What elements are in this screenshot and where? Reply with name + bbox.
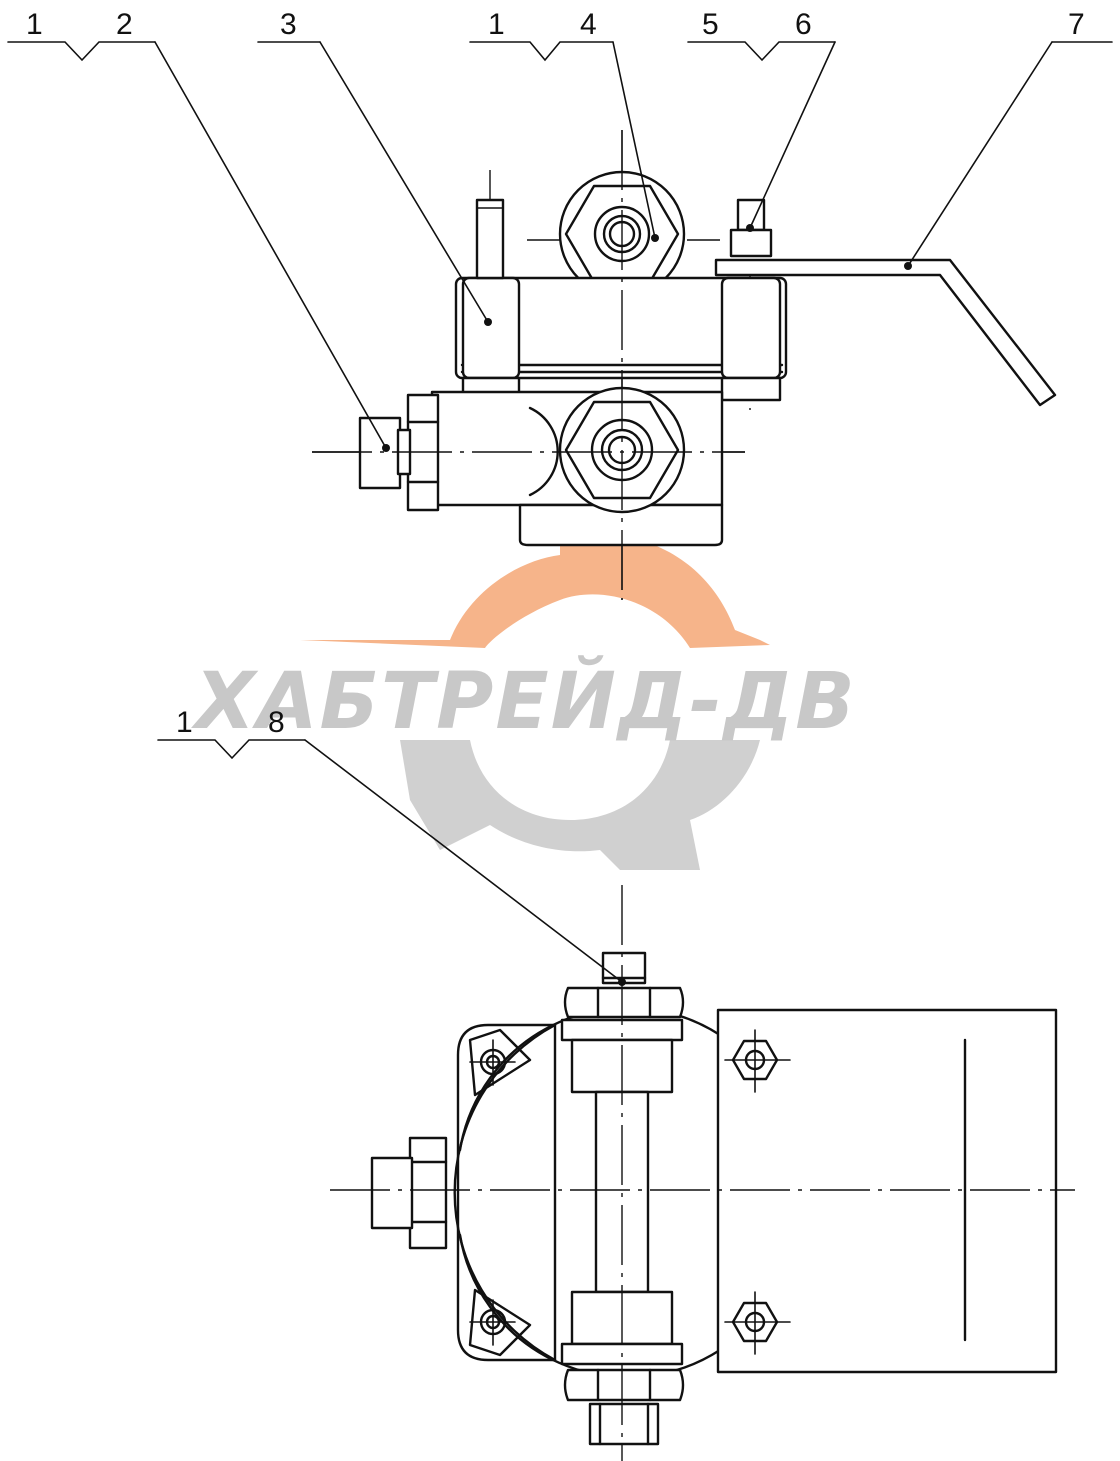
bottom-view	[330, 885, 1075, 1461]
callout-1b: 1	[488, 8, 505, 41]
callout-3: 3	[280, 8, 297, 41]
callout-1: 1	[26, 8, 43, 41]
top-view	[312, 130, 1057, 600]
callout-7: 7	[1068, 8, 1085, 41]
callout-6: 6	[795, 8, 812, 41]
watermark-logo-orange	[300, 500, 770, 648]
callouts: 1 2 3 1 4 5 6 7 1 8	[7, 8, 1113, 986]
watermark-logo-gray	[400, 740, 760, 870]
watermark-text: ХАБТРЕЙД-ДВ	[191, 655, 857, 747]
callout-4: 4	[580, 8, 597, 41]
callout-1c: 1	[176, 706, 193, 739]
callout-2: 2	[116, 8, 133, 41]
callout-8: 8	[268, 706, 285, 739]
callout-5: 5	[702, 8, 719, 41]
watermark: ХАБТРЕЙД-ДВ	[191, 500, 857, 870]
